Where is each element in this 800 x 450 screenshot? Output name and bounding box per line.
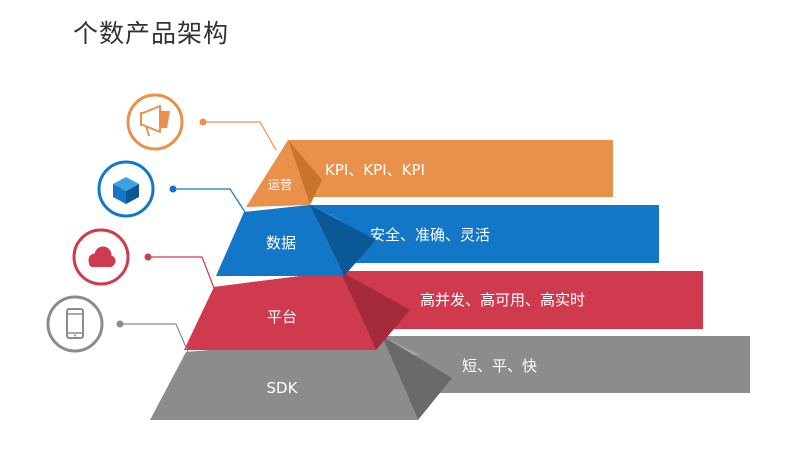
ribbon-sdk-shape (380, 336, 750, 393)
ops-side-face (288, 140, 322, 205)
connector-data (169, 185, 246, 213)
layer-ribbon-sdk: 短、平、快 (380, 336, 750, 393)
layer-label-sdk: SDK (267, 379, 299, 397)
sdk-front-face (150, 336, 418, 420)
layer-ribbon-platform: 高并发、高可用、高实时 (340, 271, 703, 329)
connector-sdk (116, 320, 189, 353)
cube-icon (97, 160, 155, 218)
platform-front-face (184, 271, 376, 350)
mobile-phone-icon (46, 295, 104, 353)
layer-ribbon-ops: KPI、KPI、KPI (288, 140, 613, 197)
layer-desc-ops: KPI、KPI、KPI (325, 161, 425, 179)
ribbon-data-shape (310, 205, 659, 263)
pyramid-layer-ops: 运营 (246, 140, 322, 207)
megaphone-icon (126, 93, 184, 151)
layer-label-ops: 运营 (268, 178, 292, 192)
data-side-face (310, 205, 376, 276)
connector-ops (199, 118, 277, 151)
layer-desc-sdk: 短、平、快 (462, 357, 537, 375)
layer-desc-data: 安全、准确、灵活 (370, 226, 490, 244)
sdk-side-face (382, 336, 452, 420)
data-front-face (216, 205, 344, 276)
layer-desc-platform: 高并发、高可用、高实时 (420, 291, 585, 309)
cloud-icon (72, 228, 130, 286)
ops-front-face (246, 140, 310, 207)
page-title: 个数产品架构 (73, 19, 230, 48)
pyramid-layer-platform: 平台 (184, 271, 410, 350)
ribbon-platform-shape (340, 271, 703, 329)
ribbon-ops-shape (288, 140, 613, 197)
layer-label-data: 数据 (266, 234, 296, 252)
layer-label-platform: 平台 (267, 308, 297, 326)
layer-ribbon-data: 安全、准确、灵活 (310, 205, 659, 263)
platform-side-face (340, 271, 410, 350)
connector-platform (144, 253, 215, 289)
pyramid-layer-data: 数据 (216, 205, 376, 276)
